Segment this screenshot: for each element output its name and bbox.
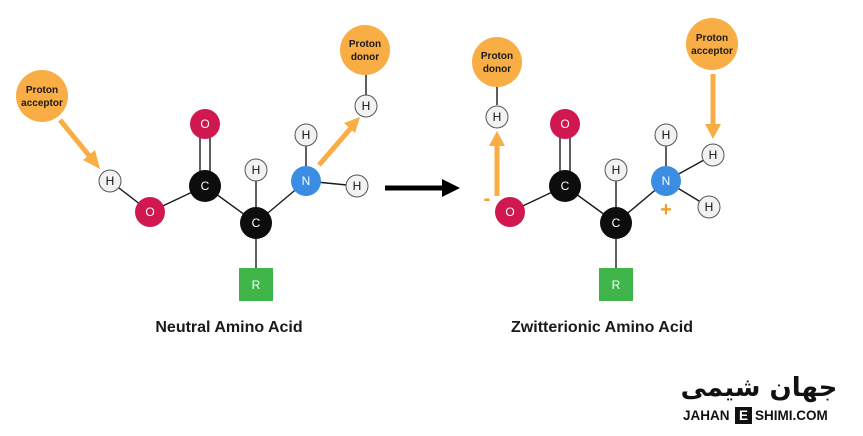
- hydrogen-atom: H: [697, 195, 721, 219]
- reaction-arrow: [385, 179, 460, 197]
- svg-text:O: O: [560, 117, 569, 131]
- hydrogen-atom: H: [98, 169, 122, 193]
- zwitterion-caption: Zwitterionic Amino Acid: [511, 319, 693, 336]
- nitrogen-atom: N: [651, 166, 681, 196]
- carbon-atom: C: [240, 207, 272, 239]
- svg-text:R: R: [252, 278, 261, 292]
- hydrogen-atom: H: [294, 123, 318, 147]
- acceptor-arrow: [58, 118, 93, 160]
- oxygen-atom: O: [495, 197, 525, 227]
- acceptor-arrowhead: [705, 124, 721, 139]
- neutral-caption: Neutral Amino Acid: [155, 319, 302, 336]
- nitrogen-atom: N: [291, 166, 321, 196]
- site-logo: جهان شیمی JAHAN E SHIMI.COM: [681, 373, 838, 424]
- svg-text:H: H: [612, 163, 621, 177]
- svg-text:H: H: [705, 200, 714, 214]
- svg-text:C: C: [561, 179, 570, 193]
- logo-e-box: [735, 407, 752, 424]
- svg-text:N: N: [662, 174, 671, 188]
- donor-arrow: [317, 126, 353, 167]
- zwitterion-proton-acceptor-callout: Proton acceptor: [686, 18, 738, 70]
- r-group: R: [599, 268, 633, 301]
- donor-arrowhead: [489, 131, 505, 146]
- donor-arrowhead: [344, 117, 360, 133]
- r-group: R: [239, 268, 273, 301]
- callout-line2: donor: [483, 64, 511, 75]
- hydrogen-atom: H: [654, 123, 678, 147]
- logo-persian-text: جهان شیمی: [681, 373, 838, 403]
- hydrogen-atom: H: [701, 143, 725, 167]
- svg-text:R: R: [612, 278, 621, 292]
- callout-line2: acceptor: [21, 98, 63, 109]
- zwitterionic-amino-acid: Proton donor Proton acceptor H O O C H C…: [472, 18, 738, 336]
- hydrogen-atom: H: [244, 158, 268, 182]
- callout-line2: acceptor: [691, 46, 733, 57]
- svg-text:H: H: [353, 179, 362, 193]
- callout-line2: donor: [351, 52, 379, 63]
- logo-left-text: JAHAN: [683, 408, 730, 423]
- callout-line1: Proton: [696, 33, 728, 44]
- positive-charge: +: [660, 199, 672, 221]
- svg-text:C: C: [201, 179, 210, 193]
- hydrogen-atom: H: [604, 158, 628, 182]
- oxygen-atom: O: [190, 109, 220, 139]
- neutral-atoms: H O O C H C H N H H R: [98, 94, 378, 301]
- svg-text:O: O: [505, 205, 514, 219]
- svg-text:H: H: [709, 148, 718, 162]
- hydrogen-atom: H: [354, 94, 378, 118]
- svg-text:H: H: [493, 110, 502, 124]
- neutral-amino-acid: Proton acceptor Proton donor H O O C H C…: [16, 25, 390, 336]
- zwitterion-arrows: [489, 74, 721, 196]
- svg-text:O: O: [145, 205, 154, 219]
- neutral-arrows: [58, 117, 360, 169]
- callout-line1: Proton: [481, 51, 513, 62]
- zwitterion-bonds: [496, 85, 714, 268]
- svg-text:H: H: [106, 174, 115, 188]
- carbon-atom: C: [189, 170, 221, 202]
- logo-right-text: SHIMI.COM: [755, 408, 828, 423]
- svg-text:O: O: [200, 117, 209, 131]
- zwitterion-proton-donor-callout: Proton donor: [472, 37, 522, 87]
- svg-text:N: N: [302, 174, 311, 188]
- svg-text:H: H: [662, 128, 671, 142]
- hydrogen-atom: H: [485, 105, 509, 129]
- svg-text:C: C: [252, 216, 261, 230]
- oxygen-atom: O: [135, 197, 165, 227]
- callout-line1: Proton: [349, 39, 381, 50]
- logo-middle-text: E: [739, 408, 748, 423]
- carbon-atom: C: [600, 207, 632, 239]
- neutral-proton-donor-callout: Proton donor: [340, 25, 390, 75]
- negative-charge: -: [484, 188, 491, 210]
- oxygen-atom: O: [550, 109, 580, 139]
- neutral-proton-acceptor-callout: Proton acceptor: [16, 70, 68, 122]
- neutral-bonds: [109, 70, 367, 268]
- zwitterion-atoms: H O O C H C H N H H R: [485, 105, 725, 301]
- svg-text:H: H: [362, 99, 371, 113]
- acceptor-arrowhead: [83, 150, 100, 169]
- svg-text:C: C: [612, 216, 621, 230]
- svg-text:H: H: [302, 128, 311, 142]
- hydrogen-atom: H: [345, 174, 369, 198]
- svg-text:H: H: [252, 163, 261, 177]
- carbon-atom: C: [549, 170, 581, 202]
- callout-line1: Proton: [26, 85, 58, 96]
